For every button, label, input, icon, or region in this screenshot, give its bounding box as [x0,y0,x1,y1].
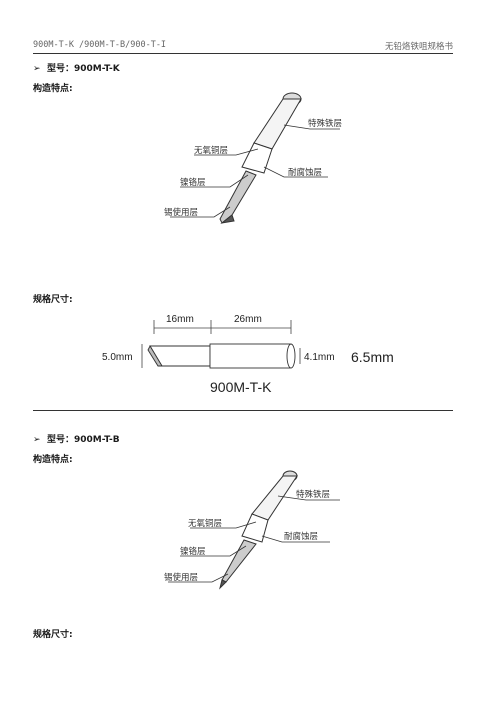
layer-special-iron: 特殊铁层 [308,118,342,129]
leader-tin [170,206,231,218]
dim-outer-6-5mm: 6.5mm [351,349,394,365]
leader-copper [190,521,257,529]
leader-corrosion [263,166,328,178]
section-title-b: ➢型号：900M-T-B [33,435,120,445]
leader-nickel [180,545,247,557]
tip-point [219,579,227,590]
leader-tin [168,573,229,583]
coated-tip-section [221,539,257,583]
dim-model-name: 900M-T-K [210,379,272,395]
layer-copper: 无氧铜层 [188,518,222,529]
tip-structure-diagram-b: 特殊铁层 无氧铜层 耐腐蚀层 镍铬层 锡使用层 [164,470,340,590]
barrel-end [286,343,296,369]
dim-inner-4-1mm: 4.1mm [304,352,335,363]
structure-label-b: 构造特点: [33,455,73,465]
leader-special-iron [283,124,340,130]
tip-point [220,214,235,224]
layer-special-iron: 特殊铁层 [296,489,330,500]
leader-special-iron [277,495,340,501]
layer-nickel: 镍铬层 [180,546,206,557]
section-title-k: ➢型号：900M-T-K [33,64,120,74]
spec-label-k: 规格尺寸: [33,295,73,305]
tip-structure-diagram-k: 特殊铁层 无氧铜层 耐腐蚀层 镍铬层 锡使用层 [164,92,342,224]
header-models: 900M-T-K /900M-T-B/900-T-I [33,40,167,50]
layer-copper: 无氧铜层 [194,145,228,156]
leader-corrosion [261,535,330,543]
dim-16mm: 16mm [166,314,194,325]
structure-label-k: 构造特点: [33,84,73,94]
section-separator [33,410,453,411]
bullet-arrow-icon: ➢ [33,435,41,445]
dimension-diagram-k: 16mm 26mm 5.0mm 4.1mm 6.5mm 900M-T-K [102,314,394,395]
layer-nickel: 镍铬层 [180,177,206,188]
leader-nickel [180,174,249,188]
outer-iron-section [253,98,302,150]
layer-corrosion: 耐腐蚀层 [284,531,318,542]
header-rule [33,53,453,54]
dim-26mm: 26mm [234,314,262,325]
bullet-arrow-icon: ➢ [33,64,41,74]
tip-barrel [209,343,291,369]
layer-corrosion: 耐腐蚀层 [288,167,322,178]
coated-tip-section [219,170,257,224]
page-header: 900M-T-K /900M-T-B/900-T-I 无铅烙铁咀规格书 [33,40,453,54]
tip-bevel-face [147,345,163,367]
copper-core-section [241,142,273,174]
header-doc-title: 无铅烙铁咀规格书 [384,42,453,52]
leader-copper [194,148,259,156]
layer-tin: 锡使用层 [164,207,198,218]
copper-core-section [241,513,269,543]
layer-tin: 锡使用层 [164,572,198,583]
spec-label-b: 规格尺寸: [33,630,73,640]
dim-tip-5mm: 5.0mm [102,352,133,363]
